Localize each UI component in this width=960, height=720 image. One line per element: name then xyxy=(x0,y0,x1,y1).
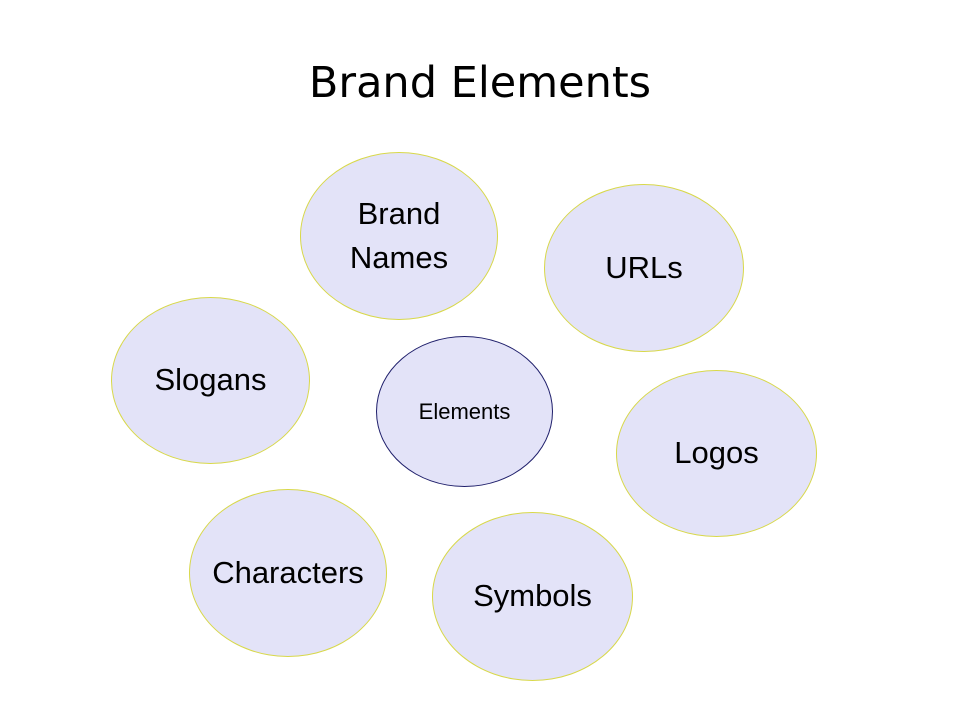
slide-title: Brand Elements xyxy=(308,58,652,108)
bubble-characters-label: Characters xyxy=(212,554,364,590)
bubble-elements-label: Elements xyxy=(418,398,511,424)
bubble-elements: Elements xyxy=(376,336,553,487)
bubble-characters: Characters xyxy=(189,489,387,657)
bubble-brand-names-line2: Names xyxy=(349,240,449,275)
bubble-brand-names-line1: Brand xyxy=(357,195,441,231)
bubble-slogans-label: Slogans xyxy=(154,362,267,398)
bubble-symbols-label: Symbols xyxy=(473,578,592,614)
bubble-brand-names-label: Brand Names xyxy=(350,192,448,280)
bubble-brand-names: Brand Names xyxy=(300,152,498,320)
bubble-urls-label: URLs xyxy=(605,249,683,285)
bubble-logos: Logos xyxy=(616,370,817,537)
bubble-urls: URLs xyxy=(544,184,744,352)
bubble-logos-label: Logos xyxy=(674,435,759,471)
bubble-symbols: Symbols xyxy=(432,512,633,681)
bubble-slogans: Slogans xyxy=(111,297,310,464)
